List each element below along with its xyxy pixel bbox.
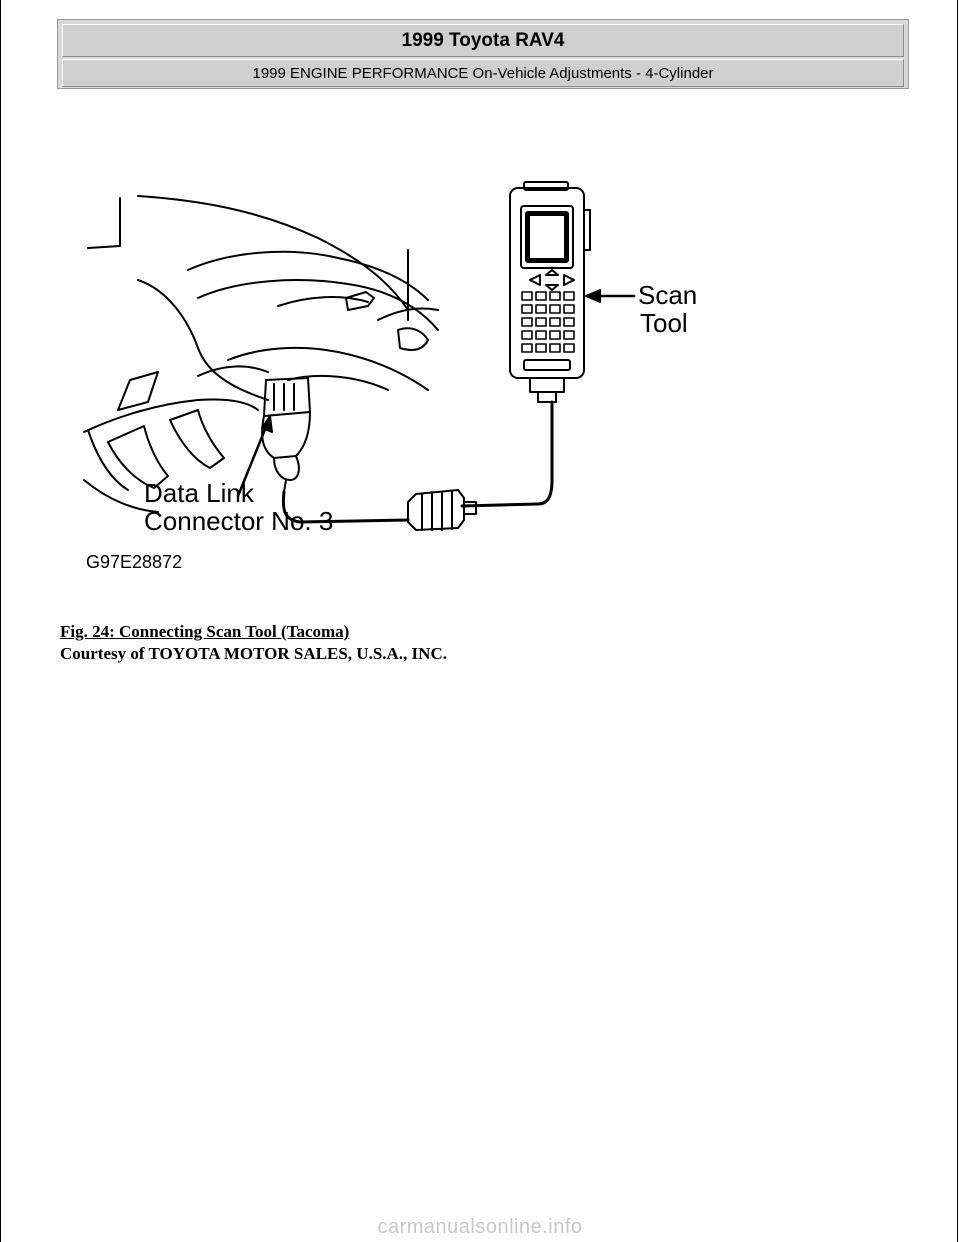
pedals-outline — [83, 365, 269, 513]
cable-adapter — [407, 489, 477, 531]
dashboard-outline — [87, 195, 439, 401]
watermark: carmanualsonline.info — [377, 1216, 583, 1238]
pointer-arrows — [236, 289, 636, 498]
scan-tool-illustration: Scan Tool Data Link Connector No. 3 G97E… — [83, 181, 697, 572]
caption-credit: Courtesy of TOYOTA MOTOR SALES, U.S.A., … — [60, 644, 447, 663]
figure-caption: Fig. 24: Connecting Scan Tool (Tacoma) C… — [60, 621, 447, 665]
label-dlc-line1: Data Link — [144, 478, 255, 508]
document-header: 1999 Toyota RAV4 1999 ENGINE PERFORMANCE… — [57, 19, 909, 89]
figure-code: G97E28872 — [86, 552, 182, 572]
label-scan-tool-line2: Tool — [640, 308, 688, 338]
caption-title[interactable]: Fig. 24: Connecting Scan Tool (Tacoma) — [60, 622, 350, 641]
header-title: 1999 Toyota RAV4 — [62, 24, 904, 57]
scan-tool-cable — [281, 400, 554, 524]
scan-tool-device — [509, 181, 591, 403]
label-dlc-line2: Connector No. 3 — [144, 506, 333, 536]
label-scan-tool-line1: Scan — [638, 280, 697, 310]
header-subtitle: 1999 ENGINE PERFORMANCE On-Vehicle Adjus… — [62, 59, 904, 87]
data-link-connector-drawing — [261, 377, 311, 493]
